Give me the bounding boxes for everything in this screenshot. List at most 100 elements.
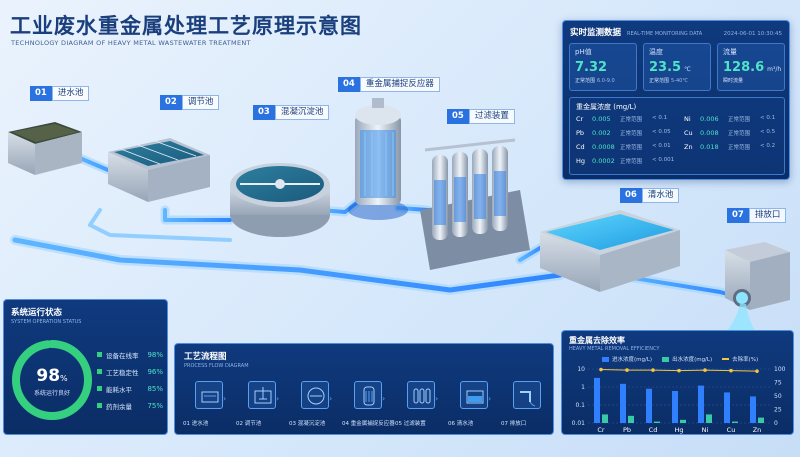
legend-label: 去除率(%) xyxy=(732,357,759,363)
x-tick-label: Ni xyxy=(702,426,709,434)
range-limit: < 0.1 xyxy=(760,115,776,121)
legend-label: 出水浓度(mg/L) xyxy=(672,357,713,363)
status-item-name: 设备在线率 xyxy=(106,351,139,360)
x-tick-label: Zn xyxy=(753,426,762,434)
chart-legend: 进水浓度(mg/L) 出水浓度(mg/L) 去除率(%) xyxy=(602,355,768,363)
flow-step-clarifier: 03 混凝沉淀池 xyxy=(289,381,343,429)
flow-step-inlet: 01 进水池 xyxy=(183,381,237,429)
x-tick-label: Cr xyxy=(597,426,605,434)
flow-step-label: 03 混凝沉淀池 xyxy=(289,421,326,427)
status-title: 系统运行状态 xyxy=(11,308,63,318)
rate-point xyxy=(755,369,759,373)
filter-icon xyxy=(407,381,435,409)
metric-value: 7.32 xyxy=(575,60,608,75)
bar-inlet xyxy=(750,396,756,423)
flow-step-label: 02 调节池 xyxy=(236,421,262,427)
stage-number: 07 xyxy=(727,208,749,223)
stage-name: 排放口 xyxy=(748,208,787,223)
tank-icon xyxy=(195,381,223,409)
clear-water-tank xyxy=(540,210,680,292)
bar-outlet xyxy=(732,421,738,423)
range-label: 正常范围 xyxy=(620,145,643,151)
range-label: 正常范围 xyxy=(620,131,643,137)
status-item-name: 药剂余量 xyxy=(106,402,132,411)
clarifier-icon xyxy=(301,381,329,409)
flow-title-en: PROCESS FLOW DIAGRAM xyxy=(184,363,249,369)
y-tick-label-left: 10 xyxy=(577,366,585,373)
bar-inlet xyxy=(594,377,600,423)
y-tick-label-right: 25 xyxy=(774,407,782,414)
arrow-right-icon: › xyxy=(223,394,227,403)
status-item: 能耗水平 85% xyxy=(97,380,163,397)
flow-step-reactor: 04 重金属捕捉反应器 xyxy=(342,381,396,429)
range-label: 正常范围 xyxy=(728,145,751,151)
y-tick-label-left: 0.1 xyxy=(575,402,585,409)
bar-outlet xyxy=(602,414,608,423)
stage-number: 06 xyxy=(620,188,642,203)
stage-number: 05 xyxy=(447,109,469,124)
bar-outlet xyxy=(680,419,686,423)
stage-number: 01 xyxy=(30,86,52,101)
discharge-icon xyxy=(513,381,541,409)
status-ok-icon xyxy=(97,386,102,391)
monitor-title: 实时监测数据 xyxy=(570,28,622,38)
bar-inlet xyxy=(620,383,626,423)
arrow-right-icon: › xyxy=(435,394,439,403)
y-tick-label-right: 0 xyxy=(774,420,778,427)
metric-label: 温度 xyxy=(649,48,663,56)
status-ring-arc xyxy=(12,340,92,420)
bar-inlet xyxy=(724,392,730,423)
clarifier-tank xyxy=(230,163,330,237)
element-name: Cd xyxy=(576,143,585,151)
flow-step-label: 04 重金属捕捉反应器 xyxy=(342,421,395,427)
flow-step-label: 01 进水池 xyxy=(183,421,209,427)
metric-unit: m³/h xyxy=(767,66,782,73)
flow-step-regulating: 02 调节池 xyxy=(236,381,290,429)
metric-value: 23.5 xyxy=(649,60,682,75)
status-item-name: 能耗水平 xyxy=(106,385,132,394)
x-tick-label: Pb xyxy=(623,426,631,434)
bar-outlet xyxy=(706,414,712,423)
filtration-unit xyxy=(420,138,530,270)
discharge-outlet xyxy=(720,242,790,338)
concentration-title: 重金属浓度 (mg/L) xyxy=(576,103,637,111)
range-limit: < 0.2 xyxy=(760,143,776,149)
capture-reactor xyxy=(348,98,408,220)
bar-inlet xyxy=(698,385,704,423)
arrow-right-icon: › xyxy=(382,394,386,403)
status-item-name: 工艺稳定性 xyxy=(106,368,139,377)
range-label: 正常范围 xyxy=(620,117,643,123)
y-tick-label-right: 75 xyxy=(774,380,782,387)
inlet-tank xyxy=(8,122,82,175)
status-item-value: 85% xyxy=(147,384,163,393)
element-value: 0.0008 xyxy=(592,143,615,151)
x-tick-label: Hg xyxy=(674,426,683,434)
efficiency-title: 重金属去除效率 xyxy=(569,336,625,345)
status-item-value: 98% xyxy=(147,350,163,359)
metric-label: pH值 xyxy=(575,48,592,56)
range-label: 正常范围 xyxy=(620,159,643,165)
range-limit: < 0.001 xyxy=(652,157,675,163)
element-value: 0.008 xyxy=(700,129,719,137)
bar-inlet xyxy=(672,390,678,423)
bar-outlet xyxy=(758,417,764,423)
status-title-en: SYSTEM OPERATION STATUS xyxy=(11,319,82,325)
rate-point xyxy=(651,368,655,372)
rate-point xyxy=(703,368,707,372)
stage-number: 03 xyxy=(253,105,275,120)
page-subtitle: TECHNOLOGY DIAGRAM OF HEAVY METAL WASTEW… xyxy=(11,39,251,47)
rate-point xyxy=(729,368,733,373)
mixer-icon xyxy=(248,381,276,409)
stage-name: 调节池 xyxy=(181,95,220,110)
metric-range-label: 瞬时流量 xyxy=(723,78,744,84)
status-ok-icon xyxy=(97,403,102,408)
